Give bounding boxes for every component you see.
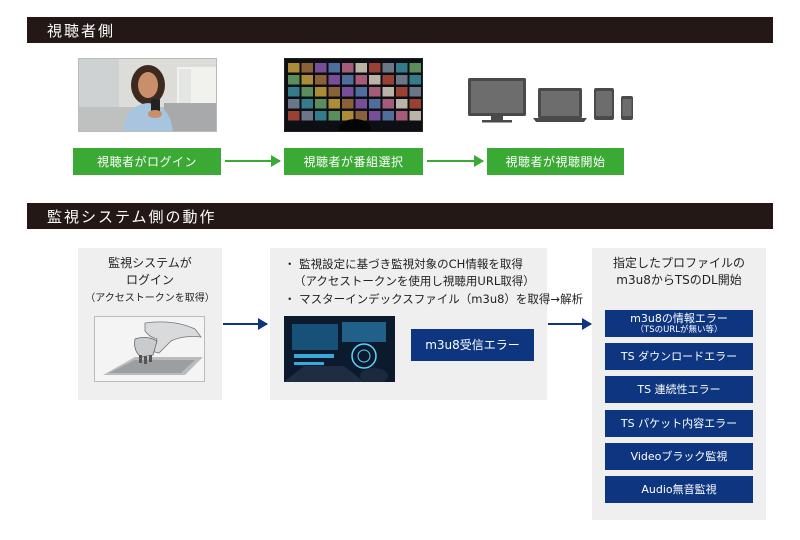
viewer-section-header: 視聴者側: [27, 17, 773, 43]
channel-tile-13: [329, 75, 341, 85]
ts-download-panel: 指定したプロファイルの m3u8からTSのDL開始 m3u8の情報エラー （TS…: [592, 248, 766, 520]
channel-tile-6: [369, 63, 381, 73]
viewer-arrow-1: [225, 160, 280, 162]
channel-tile-26: [369, 87, 381, 97]
channel-tile-2: [315, 63, 327, 73]
channel-tile-46: [369, 111, 381, 121]
channel-tile-22: [315, 87, 327, 97]
channel-tile-20: [288, 87, 300, 97]
channel-tile-47: [383, 111, 395, 121]
m3u8-receive-error-box: m3u8受信エラー: [411, 329, 534, 361]
channel-info-bullet-sub: （アクセストークンを使用し視聴用URL取得）: [294, 273, 535, 289]
ts-packet-error-label: TS パケット内容エラー: [621, 417, 737, 430]
channel-tile-41: [302, 111, 314, 121]
viewer-section-title: 視聴者側: [47, 20, 115, 41]
ts-download-error-box: TS ダウンロードエラー: [605, 343, 753, 370]
monitor-arrow-2: [548, 323, 591, 325]
channel-tile-7: [383, 63, 395, 73]
channel-tile-44: [342, 111, 354, 121]
monitor-login-panel: 監視システムが ログイン （アクセストークンを取得）: [78, 248, 222, 400]
m3u8-info-error-sub: （TSのURLが無い等）: [636, 325, 723, 335]
monitoring-tech-photo: [284, 316, 395, 382]
channel-tile-30: [288, 99, 300, 109]
channel-tile-34: [342, 99, 354, 109]
viewer-arrow-2: [427, 160, 483, 162]
channel-tile-18: [396, 75, 408, 85]
channel-tile-17: [383, 75, 395, 85]
channel-info-panel: ・ 監視設定に基づき監視対象のCH情報を取得 （アクセストークンを使用し視聴用U…: [270, 248, 547, 400]
monitor-section-title: 監視システム側の動作: [47, 206, 217, 227]
monitor-login-title-2: ログイン: [78, 272, 222, 289]
m3u8-receive-error-label: m3u8受信エラー: [425, 339, 520, 352]
monitor-login-title-1: 監視システムが: [78, 255, 222, 272]
channel-tile-15: [356, 75, 368, 85]
viewer-login-photo: [78, 58, 217, 132]
channel-tile-48: [396, 111, 408, 121]
channel-tile-12: [315, 75, 327, 85]
monitor-arrow-1: [223, 323, 267, 325]
channel-tile-8: [396, 63, 408, 73]
ts-packet-error-box: TS パケット内容エラー: [605, 410, 753, 437]
m3u8-fetch-bullet: ・ マスターインデックスファイル（m3u8）を取得→解析: [284, 291, 583, 307]
program-select-label: 視聴者が番組選択: [303, 153, 403, 170]
channel-tile-33: [329, 99, 341, 109]
channel-tile-37: [383, 99, 395, 109]
viewing-start-step: 視聴者が視聴開始: [487, 148, 624, 175]
channel-tile-16: [369, 75, 381, 85]
ts-continuity-error-label: TS 連続性エラー: [637, 383, 720, 396]
viewer-login-step: 視聴者がログイン: [73, 148, 221, 175]
channel-tile-27: [383, 87, 395, 97]
m3u8-info-error-label: m3u8の情報エラー: [630, 312, 728, 325]
channel-tile-45: [356, 111, 368, 121]
video-black-monitor-box: Videoブラック監視: [605, 443, 753, 470]
channel-tile-4: [342, 63, 354, 73]
viewing-devices-illustration: [466, 76, 636, 126]
m3u8-info-error-box: m3u8の情報エラー （TSのURLが無い等）: [605, 310, 753, 337]
audio-silence-monitor-label: Audio無音監視: [641, 483, 716, 496]
channel-tile-36: [369, 99, 381, 109]
channel-tile-39: [410, 99, 422, 109]
channel-tile-9: [410, 63, 422, 73]
audio-silence-monitor-box: Audio無音監視: [605, 476, 753, 503]
monitor-login-subtitle: （アクセストークンを取得）: [78, 290, 222, 307]
channel-tile-5: [356, 63, 368, 73]
channel-tile-3: [329, 63, 341, 73]
channel-tile-43: [329, 111, 341, 121]
channel-info-bullet: ・ 監視設定に基づき監視対象のCH情報を取得: [284, 256, 523, 272]
channel-tile-49: [410, 111, 422, 121]
channel-tile-35: [356, 99, 368, 109]
ts-download-error-label: TS ダウンロードエラー: [621, 350, 737, 363]
monitor-section-header: 監視システム側の動作: [27, 203, 773, 229]
channel-tile-32: [315, 99, 327, 109]
channel-tile-28: [396, 87, 408, 97]
channel-tile-23: [329, 87, 341, 97]
channel-tile-25: [356, 87, 368, 97]
channel-tile-19: [410, 75, 422, 85]
ts-download-title-1: 指定したプロファイルの: [592, 255, 766, 272]
ts-download-title-2: m3u8からTSのDL開始: [592, 272, 766, 289]
channel-tile-42: [315, 111, 327, 121]
channel-tile-31: [302, 99, 314, 109]
channel-tile-21: [302, 87, 314, 97]
channel-tile-38: [396, 99, 408, 109]
program-select-step: 視聴者が番組選択: [284, 148, 423, 175]
channel-tile-10: [288, 75, 300, 85]
channel-tile-24: [342, 87, 354, 97]
channel-tile-11: [302, 75, 314, 85]
channel-tile-0: [288, 63, 300, 73]
program-selection-photo: [284, 58, 423, 132]
channel-tile-14: [342, 75, 354, 85]
robot-laptop-photo: [94, 316, 205, 382]
channel-tile-40: [288, 111, 300, 121]
viewer-login-label: 視聴者がログイン: [97, 153, 197, 170]
channel-tile-29: [410, 87, 422, 97]
ts-continuity-error-box: TS 連続性エラー: [605, 376, 753, 403]
channel-tile-1: [302, 63, 314, 73]
video-black-monitor-label: Videoブラック監視: [631, 450, 728, 463]
viewing-start-label: 視聴者が視聴開始: [505, 153, 605, 170]
